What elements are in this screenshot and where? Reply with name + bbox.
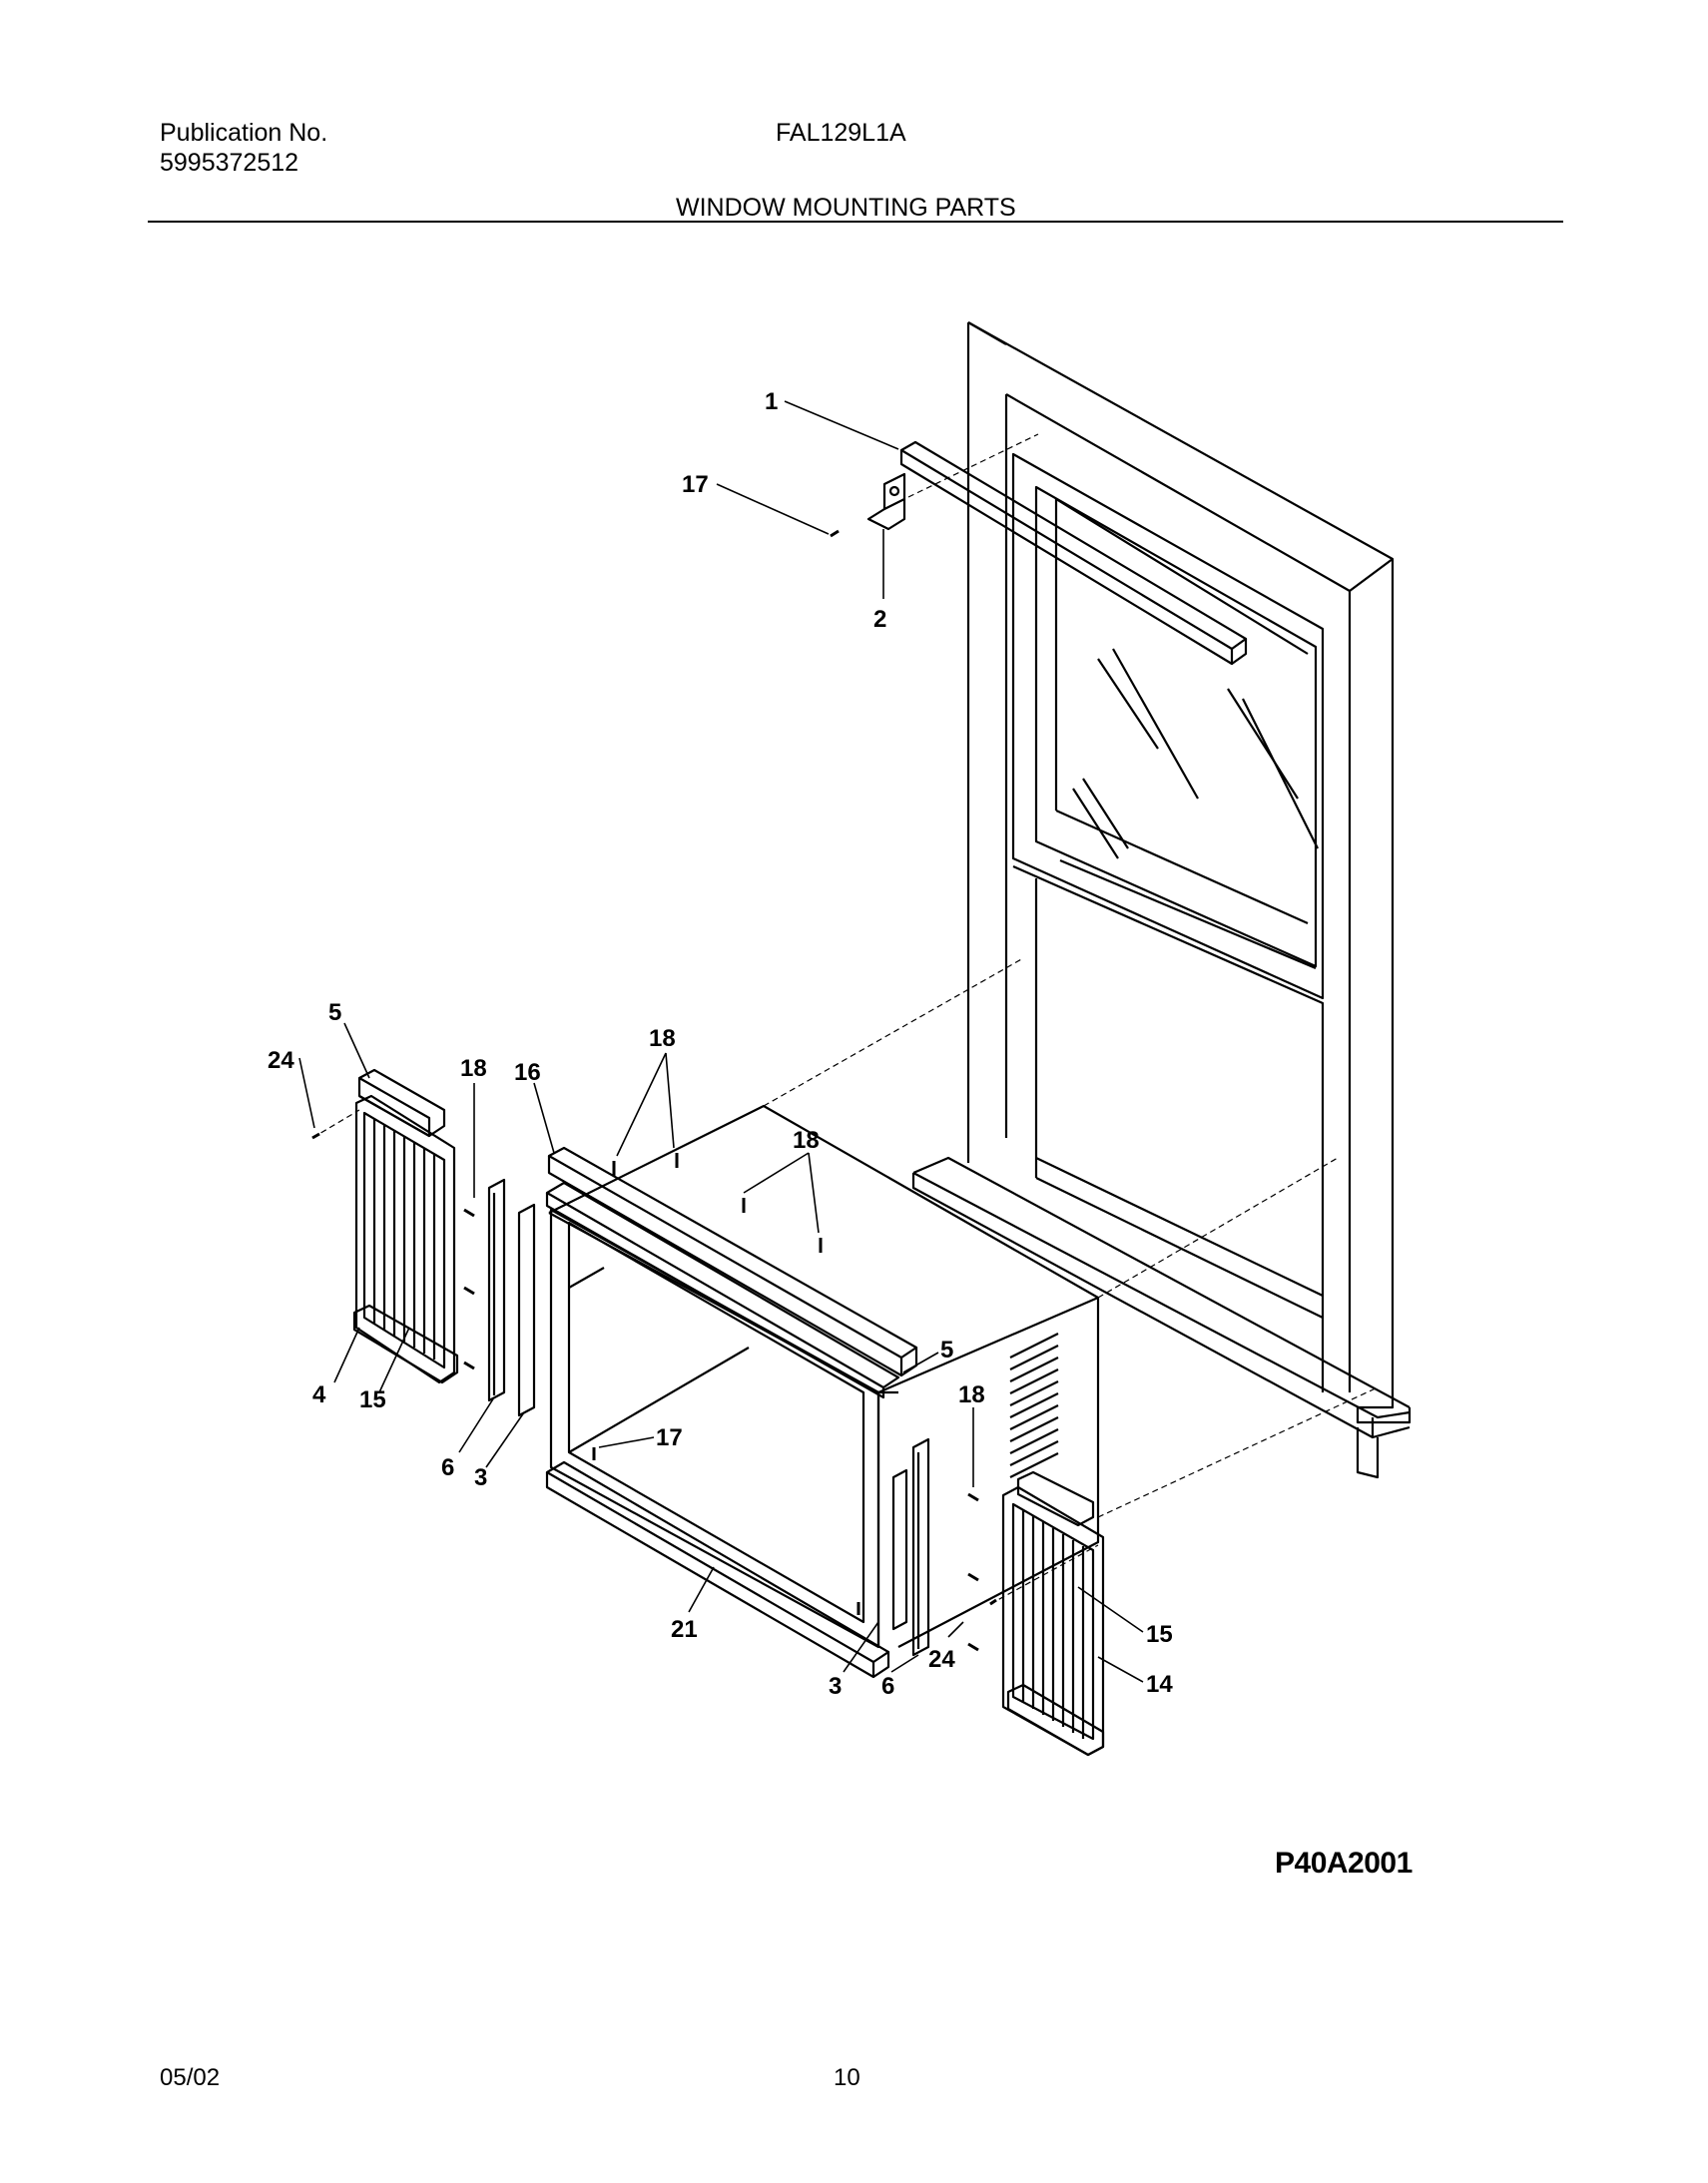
left-side-strip-6 — [487, 1178, 506, 1402]
callout-24-right: 24 — [928, 1646, 955, 1673]
left-curtain-panel — [352, 1068, 459, 1384]
top-rail-5 — [545, 1181, 900, 1399]
window-frame — [911, 321, 1412, 1479]
right-side-strip-3 — [891, 1468, 908, 1631]
callout-5-left: 5 — [328, 999, 341, 1026]
callout-16: 16 — [514, 1059, 541, 1086]
callout-15-left: 15 — [359, 1386, 386, 1413]
top-mounting-rail-1 — [899, 440, 1248, 666]
alignment-lines — [311, 433, 1379, 1605]
callout-21: 21 — [671, 1616, 698, 1643]
publication-label: Publication No. — [160, 119, 328, 147]
callout-3-left: 3 — [474, 1464, 487, 1491]
callout-18-middle: 18 — [793, 1127, 820, 1154]
left-side-strip-3 — [517, 1203, 536, 1417]
callout-6-left: 6 — [441, 1454, 454, 1481]
model-number: FAL129L1A — [776, 119, 906, 147]
top-rail-16 — [547, 1146, 918, 1377]
callout-18-left: 18 — [460, 1055, 487, 1082]
leader-lines — [298, 400, 1144, 1683]
callout-17-bottom: 17 — [656, 1424, 683, 1451]
callout-18-top: 18 — [649, 1025, 676, 1052]
callout-18-right: 18 — [958, 1381, 985, 1408]
bottom-rail-21 — [545, 1460, 890, 1679]
footer-date: 05/02 — [160, 2064, 221, 2091]
section-title: WINDOW MOUNTING PARTS — [676, 194, 1016, 222]
bracket-2 — [866, 472, 906, 531]
callout-2: 2 — [873, 606, 886, 633]
drawing-code: P40A2001 — [1275, 1847, 1413, 1880]
callout-3-right: 3 — [829, 1673, 842, 1700]
callout-15-right: 15 — [1146, 1621, 1173, 1648]
callout-14: 14 — [1146, 1671, 1173, 1698]
callout-1: 1 — [765, 388, 778, 415]
callout-6-right: 6 — [881, 1673, 894, 1700]
callout-4: 4 — [312, 1381, 326, 1408]
right-curtain-panel — [1001, 1470, 1105, 1757]
callout-17-top: 17 — [682, 471, 709, 498]
publication-number: 5995372512 — [160, 149, 299, 177]
header-rule — [148, 221, 1563, 223]
page-number: 10 — [834, 2064, 860, 2091]
callout-24-left: 24 — [268, 1047, 294, 1074]
right-side-strip-6 — [911, 1437, 930, 1657]
callout-5-right: 5 — [940, 1337, 953, 1364]
